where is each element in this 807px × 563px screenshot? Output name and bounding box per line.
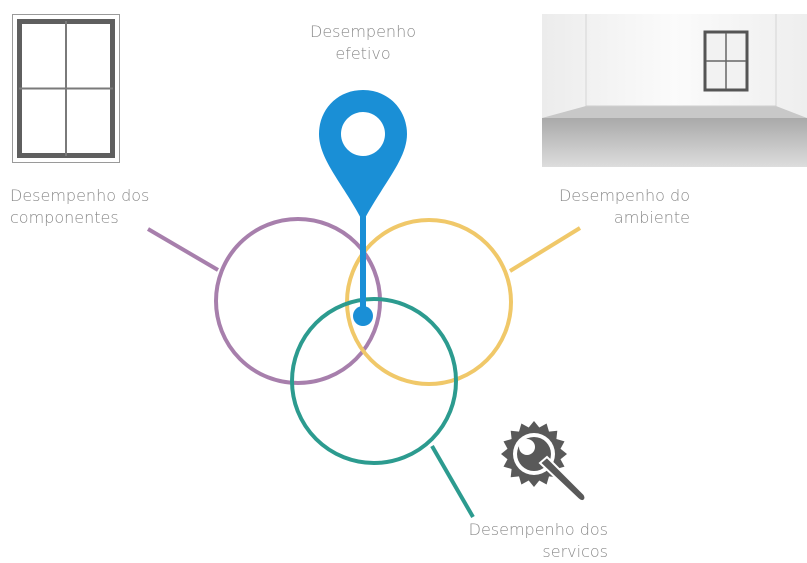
label-desempenho-servicos: Desempenho dos servicos bbox=[440, 519, 608, 563]
label-desempenho-efetivo: Desempenho efetivo bbox=[280, 21, 446, 65]
label-desempenho-componentes: Desempenho dos componentes bbox=[10, 185, 149, 229]
label-line: Desempenho dos bbox=[468, 520, 608, 539]
label-line: Desempenho bbox=[310, 22, 416, 41]
label-line: Desempenho do bbox=[558, 186, 690, 205]
label-line: Desempenho dos bbox=[10, 186, 150, 205]
gear-wrench-icon bbox=[501, 421, 587, 503]
services-circle bbox=[290, 297, 458, 465]
label-line: componentes bbox=[10, 208, 119, 227]
label-line: ambiente bbox=[613, 208, 690, 227]
location-pin-icon bbox=[319, 90, 407, 326]
room-icon bbox=[542, 14, 807, 167]
label-desempenho-ambiente: Desempenho do ambiente bbox=[520, 185, 690, 229]
environment-connector bbox=[508, 226, 582, 273]
label-line: servicos bbox=[542, 542, 608, 561]
services-connector bbox=[430, 444, 475, 519]
environment-circle bbox=[345, 218, 513, 386]
label-line: efetivo bbox=[335, 44, 391, 63]
components-connector bbox=[146, 227, 220, 272]
window-icon bbox=[12, 14, 120, 163]
